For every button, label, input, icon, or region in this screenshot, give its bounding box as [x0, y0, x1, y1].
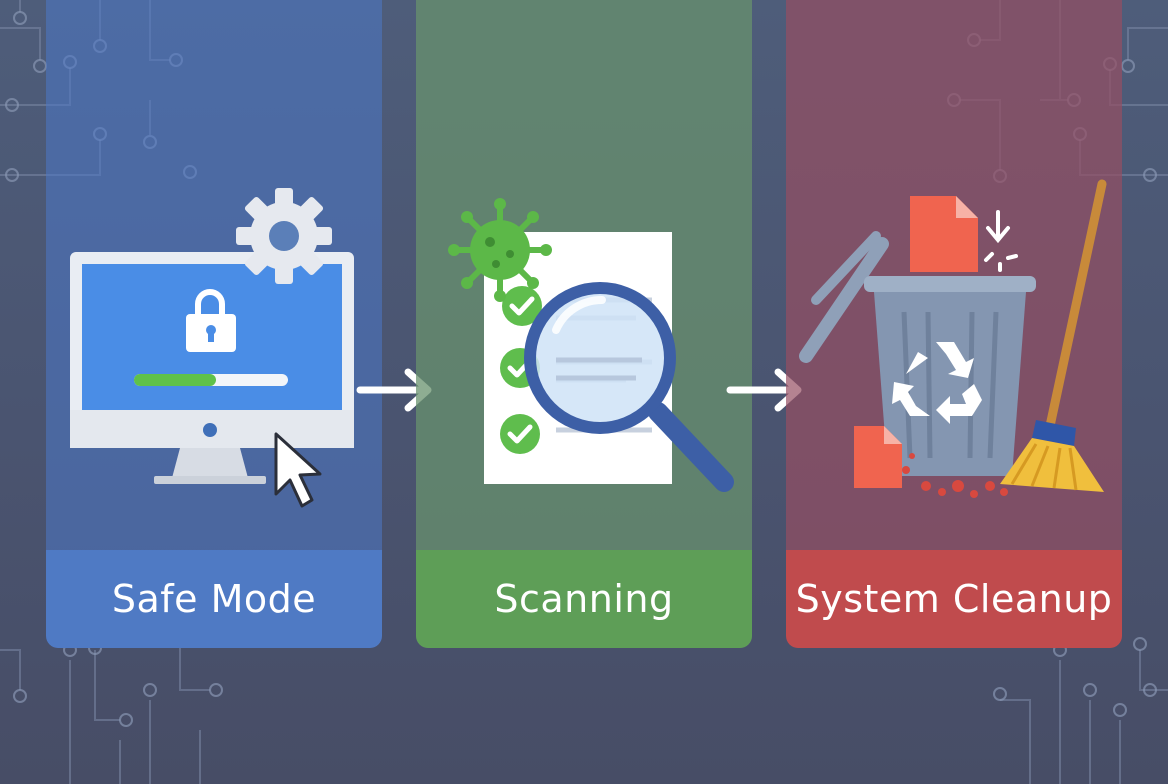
trash-cleanup-icon: [799, 179, 1107, 498]
step-safe-mode: Safe Mode: [46, 0, 382, 648]
step-scanning: Scanning: [416, 0, 752, 648]
step-label: Safe Mode: [46, 550, 382, 648]
locked-monitor-icon: [70, 188, 354, 508]
virus-scan-icon: [448, 198, 734, 492]
step-label: System Cleanup: [786, 550, 1122, 648]
step-system-cleanup: System Cleanup: [786, 0, 1122, 648]
step-label: Scanning: [416, 550, 752, 648]
